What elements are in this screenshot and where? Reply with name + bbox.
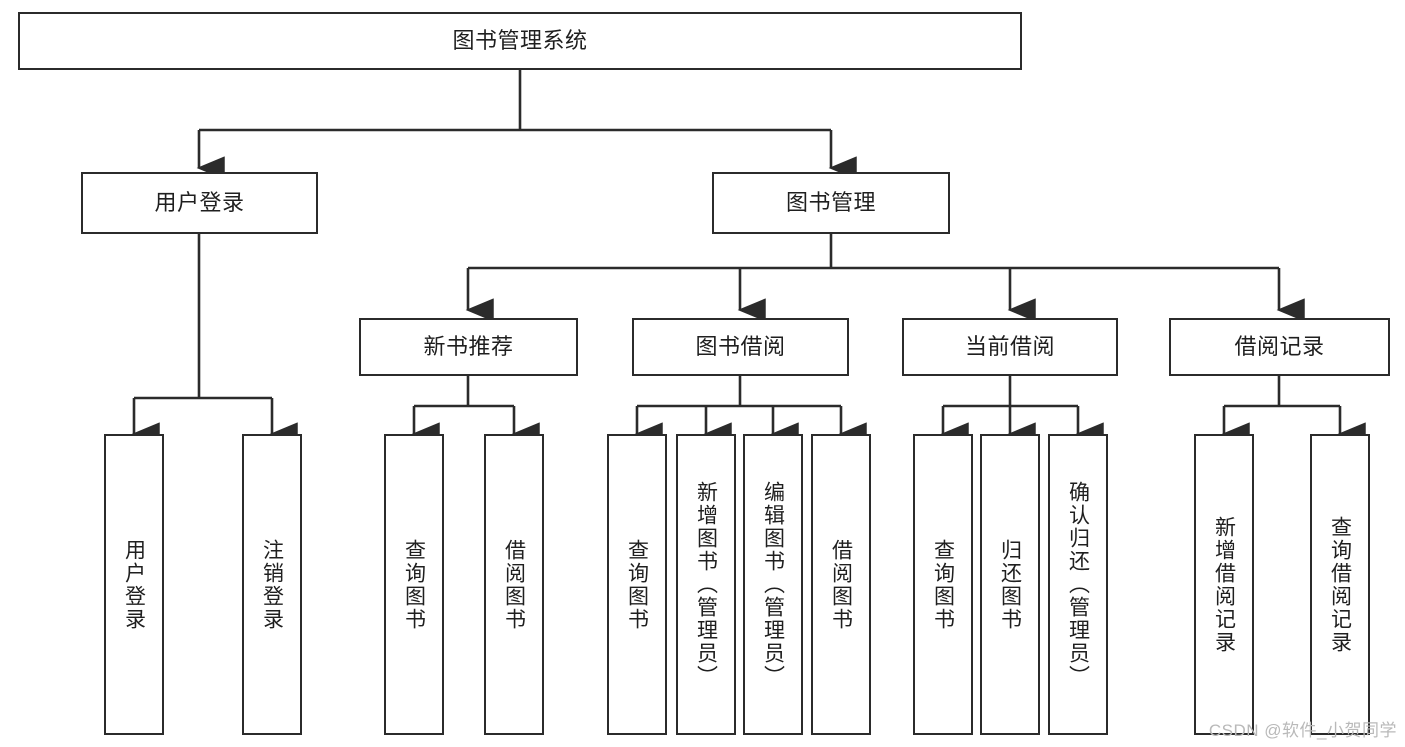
node-current-borrow[interactable]: 当前借阅 <box>902 318 1118 376</box>
node-root-book-management-system[interactable]: 图书管理系统 <box>18 12 1022 70</box>
node-borrow-record[interactable]: 借阅记录 <box>1169 318 1390 376</box>
node-label: 借阅图书 <box>502 538 526 631</box>
node-label: 用户登录 <box>122 538 146 631</box>
node-label: 查询图书 <box>402 538 426 631</box>
node-label: 归还图书 <box>998 538 1022 631</box>
node-label: 编辑图书（管理员） <box>761 481 785 688</box>
node-label: 借阅记录 <box>1234 334 1325 360</box>
node-user-login[interactable]: 用户登录 <box>81 172 318 234</box>
node-label: 用户登录 <box>154 190 245 216</box>
leaf-logout-login[interactable]: 注销登录 <box>242 434 302 735</box>
leaf-query-book-borrow[interactable]: 查询图书 <box>607 434 667 735</box>
node-label: 查询图书 <box>625 538 649 631</box>
leaf-query-borrow-record[interactable]: 查询借阅记录 <box>1310 434 1370 735</box>
leaf-borrow-book[interactable]: 借阅图书 <box>811 434 871 735</box>
node-label: 图书管理系统 <box>452 28 588 54</box>
node-label: 图书管理 <box>785 190 876 216</box>
leaf-query-book-current[interactable]: 查询图书 <box>913 434 973 735</box>
leaf-edit-book-admin[interactable]: 编辑图书（管理员） <box>743 434 803 735</box>
node-label: 当前借阅 <box>964 334 1055 360</box>
node-label: 新增图书（管理员） <box>694 481 718 688</box>
leaf-add-borrow-record[interactable]: 新增借阅记录 <box>1194 434 1254 735</box>
leaf-user-login[interactable]: 用户登录 <box>104 434 164 735</box>
leaf-borrow-book-recommend[interactable]: 借阅图书 <box>484 434 544 735</box>
node-label: 查询借阅记录 <box>1328 515 1352 654</box>
node-book-management[interactable]: 图书管理 <box>712 172 950 234</box>
leaf-return-book[interactable]: 归还图书 <box>980 434 1040 735</box>
node-label: 注销登录 <box>260 538 284 631</box>
node-label: 查询图书 <box>931 538 955 631</box>
leaf-confirm-return-admin[interactable]: 确认归还（管理员） <box>1048 434 1108 735</box>
node-label: 图书借阅 <box>695 334 786 360</box>
node-label: 借阅图书 <box>829 538 853 631</box>
node-label: 确认归还（管理员） <box>1066 481 1090 688</box>
csdn-watermark: CSDN @软件_小贺同学 <box>1208 721 1397 740</box>
leaf-query-book-recommend[interactable]: 查询图书 <box>384 434 444 735</box>
leaf-add-book-admin[interactable]: 新增图书（管理员） <box>676 434 736 735</box>
node-new-book-recommend[interactable]: 新书推荐 <box>359 318 578 376</box>
node-label: 新书推荐 <box>423 334 514 360</box>
node-book-borrow[interactable]: 图书借阅 <box>632 318 849 376</box>
node-label: 新增借阅记录 <box>1212 515 1236 654</box>
